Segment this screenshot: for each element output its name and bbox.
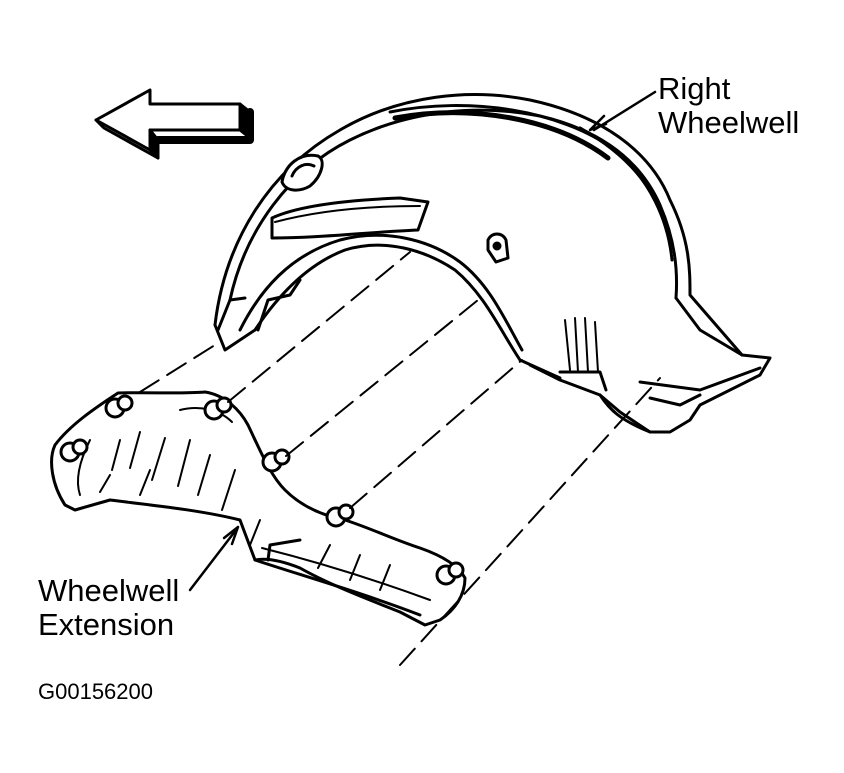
bolt-icon [59, 394, 465, 586]
figure-code: G00156200 [38, 679, 153, 704]
arrow-left-icon [94, 88, 254, 160]
right-wheelwell [213, 93, 772, 434]
label-wheelwell-extension: Wheelwell Extension [38, 574, 179, 642]
label-wheelwell-extension-line1: Wheelwell [38, 573, 180, 608]
leader-wheelwell-extension [188, 528, 238, 592]
wheelwell-extension [50, 390, 467, 627]
alignment-lines [139, 251, 661, 666]
label-right-wheelwell-line1: Right [658, 71, 731, 106]
label-right-wheelwell-line2: Wheelwell [658, 105, 800, 140]
label-right-wheelwell: Right Wheelwell [658, 72, 799, 140]
label-wheelwell-extension-line2: Extension [38, 607, 175, 642]
